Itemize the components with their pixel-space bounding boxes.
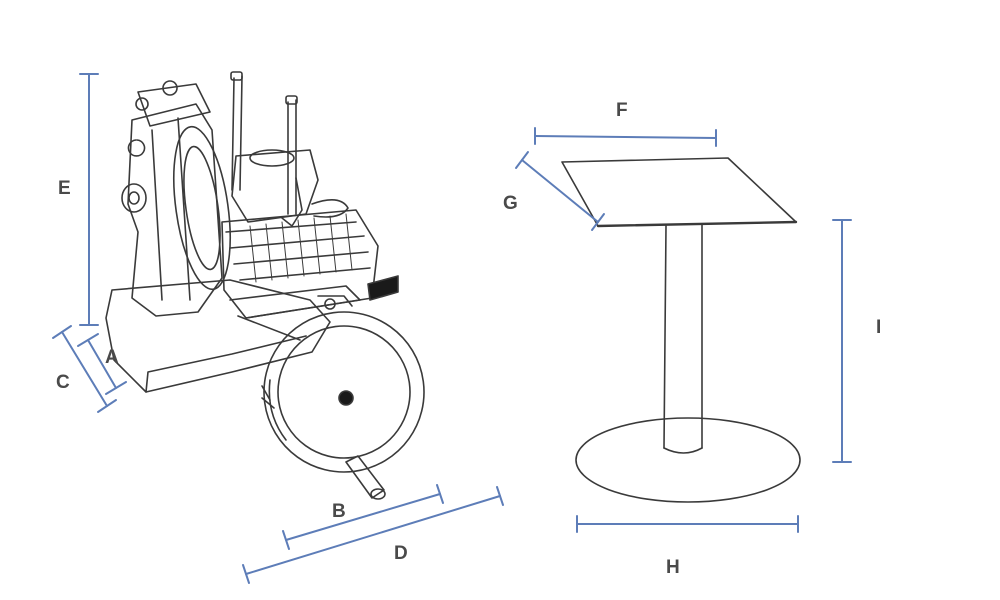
stand-column-left — [663, 225, 667, 449]
label-i: I — [876, 317, 881, 338]
slicer-black-handle — [367, 275, 399, 301]
stand-tabletop — [561, 157, 797, 227]
dimension-line-d — [242, 486, 504, 584]
slicer-rod-left — [231, 77, 235, 191]
slicer-blade — [173, 125, 231, 291]
dimension-line-i — [832, 219, 852, 463]
label-a: A — [105, 347, 119, 368]
label-e: E — [58, 178, 71, 199]
dimension-lines — [52, 73, 852, 584]
dimension-line-e — [79, 73, 99, 326]
label-c: C — [56, 372, 70, 393]
label-b: B — [332, 501, 346, 522]
dimension-line-h — [576, 515, 799, 533]
slicer-crank-handle — [345, 455, 385, 499]
dimension-line-b — [282, 484, 444, 550]
flywheel-hub — [338, 390, 354, 406]
label-g: G — [503, 193, 518, 214]
slicer-body — [127, 103, 223, 317]
slicer-base — [105, 279, 331, 393]
dimension-line-g — [515, 151, 605, 231]
slicer-side-knob — [121, 183, 147, 213]
dimension-line-c — [52, 325, 117, 413]
stand-drawing — [561, 157, 801, 503]
label-d: D — [394, 543, 408, 564]
slicer-flywheel — [263, 311, 425, 473]
slicer-pusher — [231, 149, 319, 223]
slicer-machine-drawing — [105, 71, 425, 500]
label-f: F — [616, 100, 628, 121]
label-h: H — [666, 557, 680, 578]
stand-base — [575, 417, 801, 503]
dimension-line-f — [534, 127, 717, 147]
dimension-line-a — [77, 333, 127, 395]
